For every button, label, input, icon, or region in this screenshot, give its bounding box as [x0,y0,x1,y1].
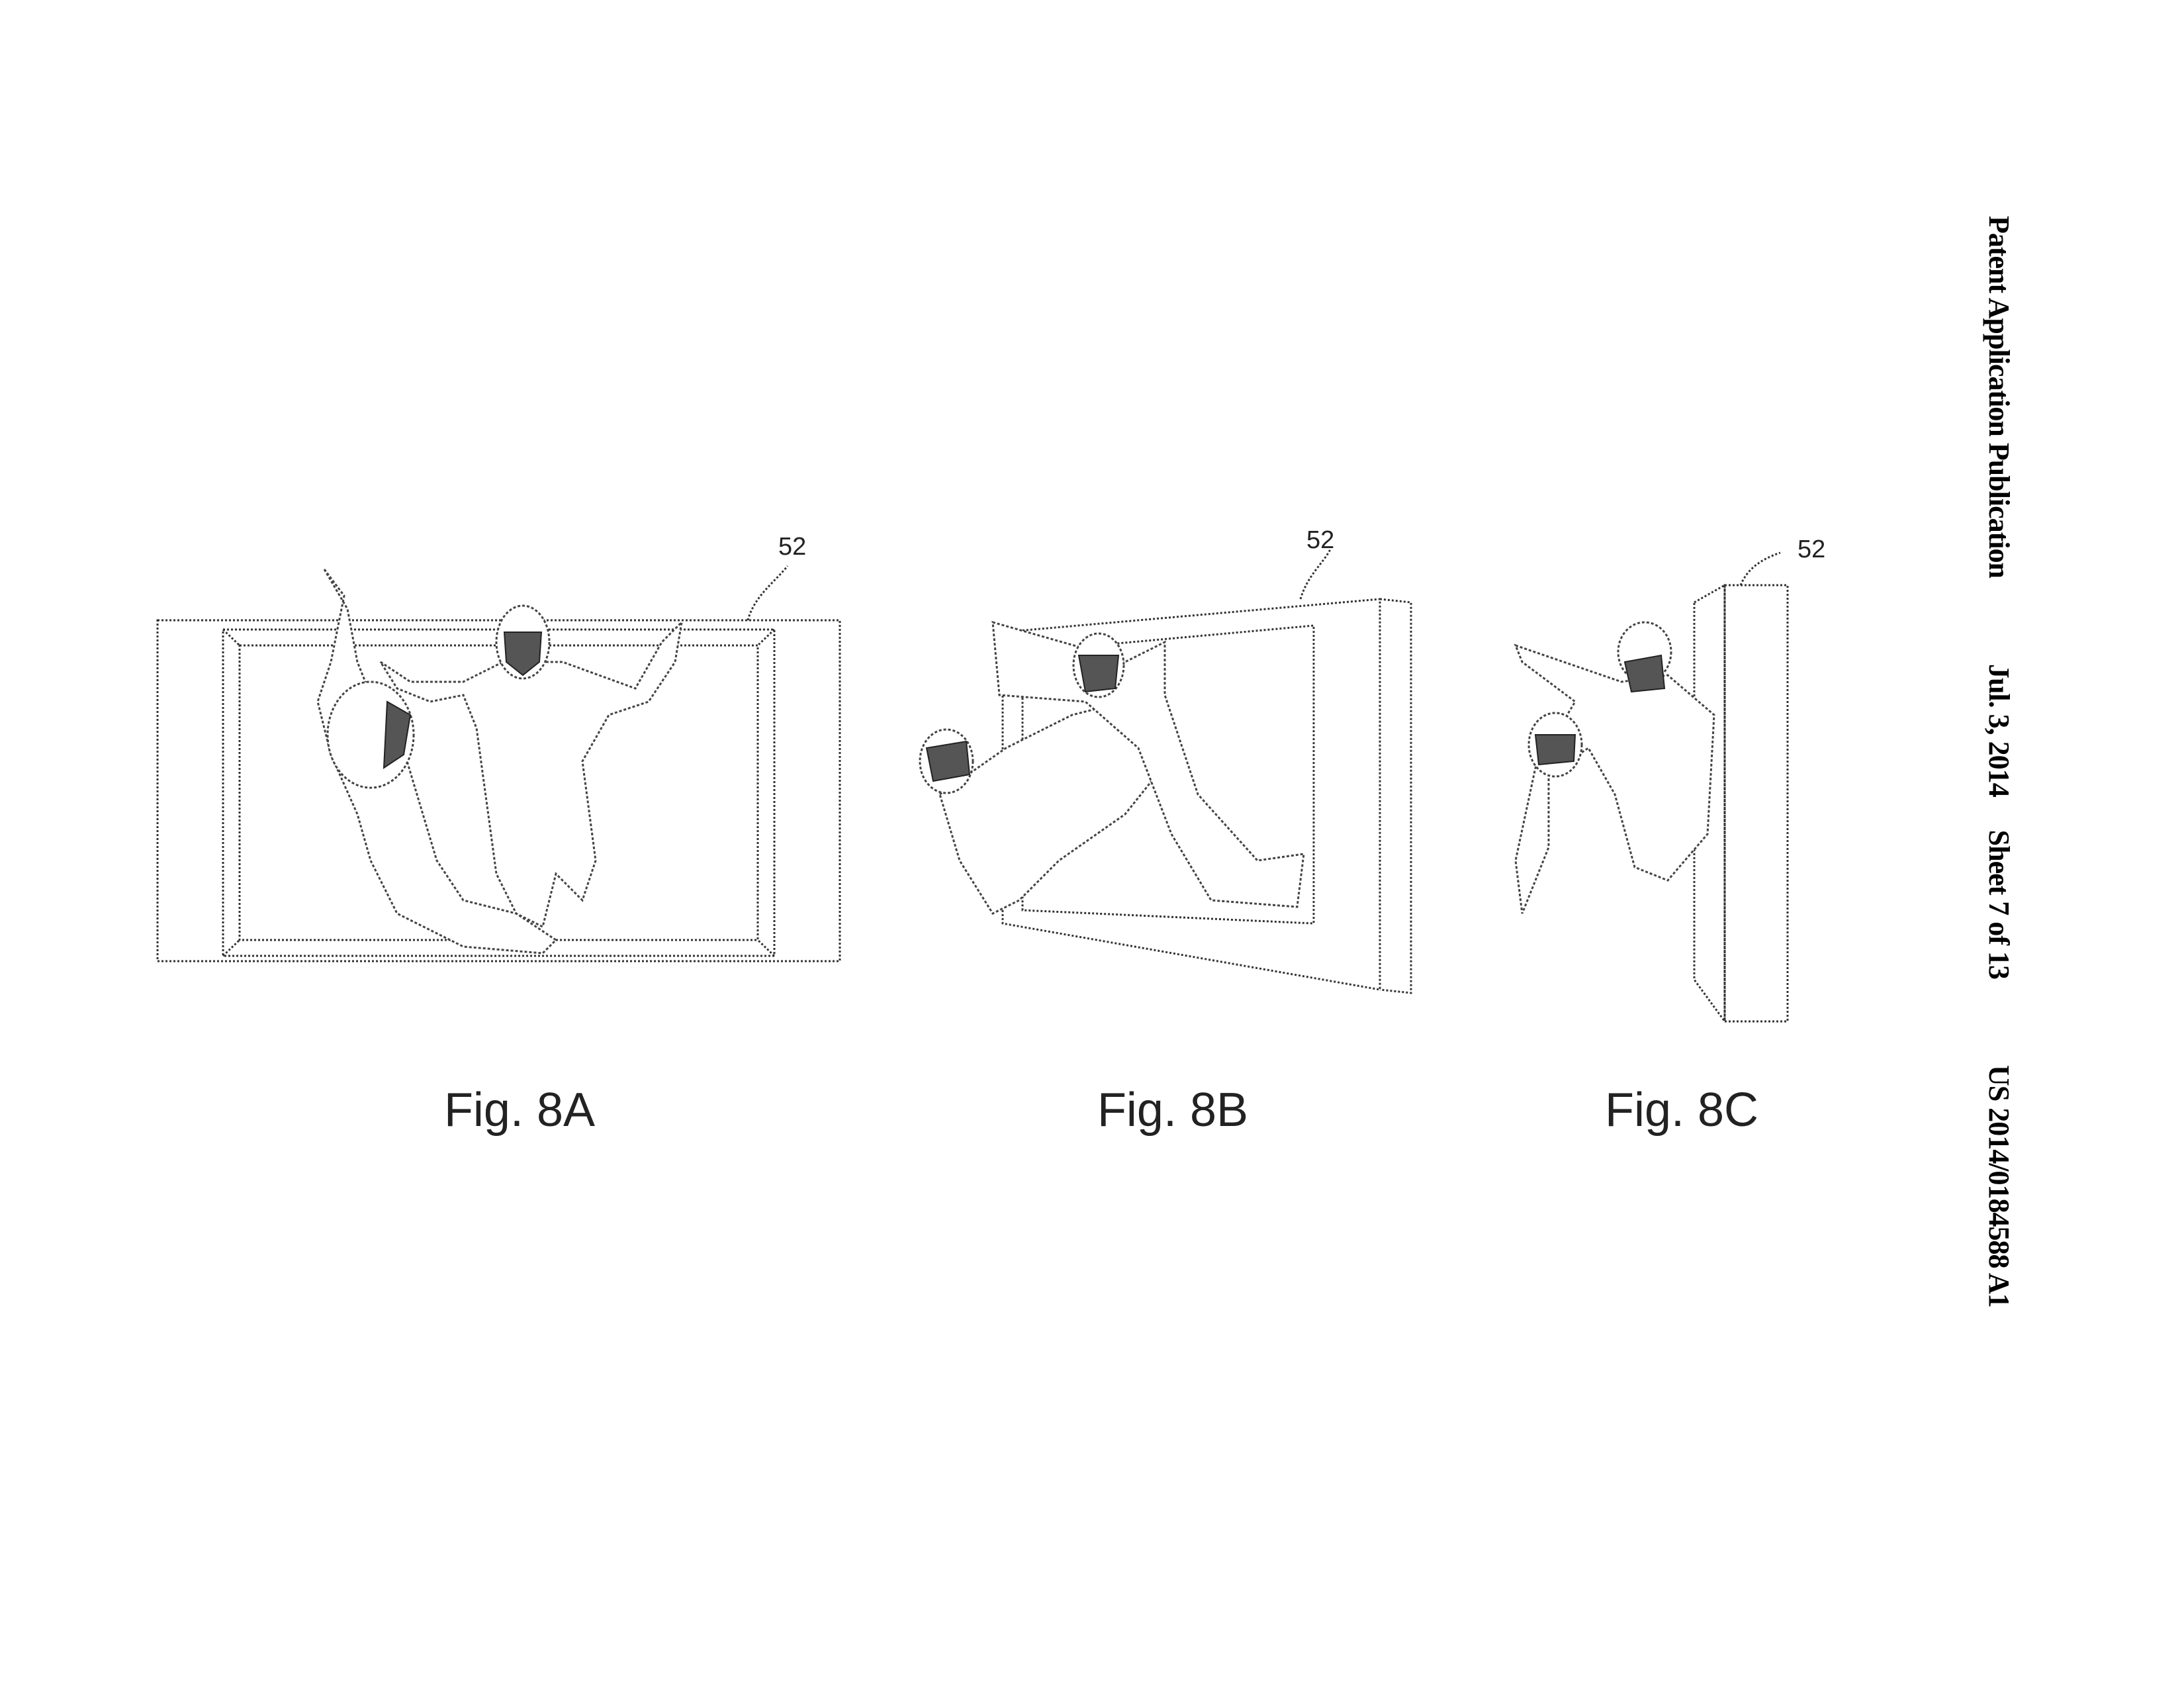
reference-leader-line [1299,549,1332,600]
fig-8c-drawing [1514,551,1789,1025]
reference-numeral-52-8b: 52 [1306,526,1335,554]
football-player-left [938,700,1166,915]
football-player-front [379,604,684,929]
display-front-face [1693,583,1726,1025]
fig-8b-drawing [919,549,1412,994]
reference-leader-line [747,565,789,621]
reference-numeral-52-8a: 52 [778,533,807,561]
caption-fig-8b: Fig. 8B [1097,1084,1249,1137]
football-players [1514,643,1715,914]
caption-fig-8c: Fig. 8C [1604,1084,1759,1137]
display-outer-frame [156,619,841,962]
football-player-back [316,569,558,955]
display-side [1723,584,1789,1023]
caption-fig-8a: Fig. 8A [443,1084,596,1137]
reference-numeral-52-8c: 52 [1797,536,1826,563]
reference-leader-line [1739,551,1781,586]
fig-8a-drawing [156,565,841,962]
football-player-right [991,620,1305,908]
